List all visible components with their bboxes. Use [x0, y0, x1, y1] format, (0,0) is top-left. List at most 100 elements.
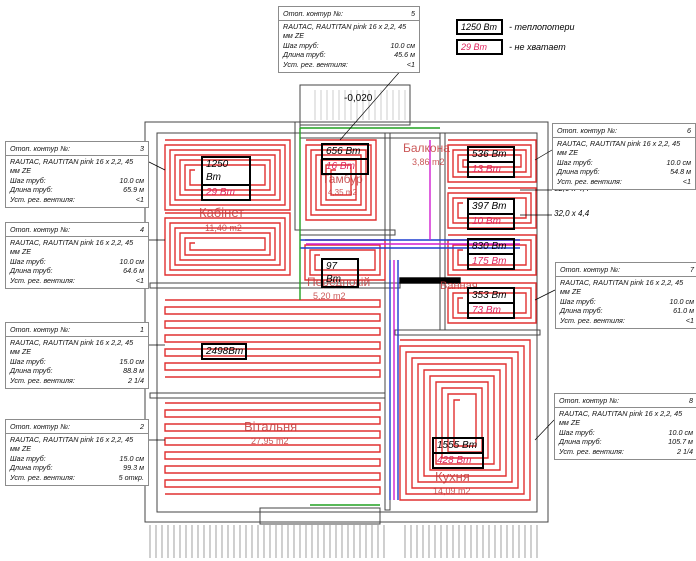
circuit-number: 2 [140, 422, 144, 431]
step-value: 10.0 см [669, 296, 694, 306]
coil-hallway [304, 239, 386, 281]
bay-window [299, 84, 411, 126]
step-label: Шаг труб: [10, 175, 46, 185]
manifold [399, 277, 461, 284]
loss-box-vestibule: 656 Вт 16 Вт [321, 143, 369, 175]
length-value: 45.6 м [394, 50, 415, 60]
loss-box-hallway: 97 Вт [321, 258, 359, 288]
valve-label: Уст. рег. вентиля: [10, 472, 75, 482]
valve-value: <1 [685, 315, 694, 325]
valve-value: 2 1/4 [128, 375, 144, 385]
legend-loss-box: 1250 Вт [456, 19, 503, 35]
length-label: Длина труб: [10, 185, 53, 195]
valve-value: <1 [135, 194, 144, 204]
heat-missing: 73 Вт [469, 302, 513, 317]
circuit-box-6: Отоп. контур №:6 RAUTAC, RAUTITAN pink 1… [552, 123, 696, 190]
valve-value: 2 1/4 [677, 446, 693, 456]
circuit-title: Отоп. контур №: [557, 126, 617, 135]
leader-line [534, 149, 553, 161]
coil-bath [447, 234, 537, 276]
manifold-pipes [299, 127, 520, 506]
pipe-dim-b: 32,0 x 4,4 [554, 209, 590, 218]
heat-missing: 428 Вт [434, 452, 482, 467]
circuit-pipe: RAUTAC, RAUTITAN pink 16 x 2,2, 45 мм ZE [283, 21, 407, 41]
valve-value: <1 [135, 275, 144, 285]
circuit-pipe: RAUTAC, RAUTITAN pink 16 x 2,2, 45 мм ZE [10, 337, 134, 357]
length-label: Длина труб: [559, 437, 602, 447]
valve-label: Уст. рег. вентиля: [10, 375, 75, 385]
loss-box-office: 1250 Вт 29 Вт [201, 156, 251, 201]
circuit-title: Отоп. контур №: [10, 225, 70, 234]
entrance-step [259, 507, 381, 525]
valve-value: <1 [682, 176, 691, 186]
supply-pipe [300, 239, 520, 500]
length-value: 61.0 м [673, 306, 694, 316]
wall-segment [394, 329, 541, 336]
circuit-pipe: RAUTAC, RAUTITAN pink 16 x 2,2, 45 мм ZE [10, 434, 134, 454]
length-value: 64.6 м [123, 266, 144, 276]
length-label: Длина труб: [283, 50, 326, 60]
heat-loss: 97 Вт [326, 261, 341, 285]
step-value: 10.0 см [668, 427, 693, 437]
valve-label: Уст. рег. вентиля: [10, 275, 75, 285]
step-value: 10.0 см [119, 175, 144, 185]
heat-loss: 1555 Вт [437, 440, 478, 451]
room-area-vestibule: 4,35 m2 [328, 188, 357, 197]
loss-box-bath: 830 Вт 175 Вт [467, 238, 515, 270]
room-area-living: 27,95 m2 [251, 436, 289, 446]
room-name-living: Вітальня [244, 419, 298, 434]
valve-label: Уст. рег. вентиля: [10, 194, 75, 204]
valve-label: Уст. рег. вентиля: [560, 315, 625, 325]
room-name-office: Кабінет [199, 205, 245, 220]
loss-box-living: 2498Вт [201, 343, 247, 360]
circuit-title: Отоп. контур №: [560, 265, 620, 274]
heat-loss: 397 Вт [472, 201, 507, 212]
step-value: 15.0 см [119, 356, 144, 366]
loss-box-balcony: 536 Вт 13 Вт [467, 146, 515, 178]
heat-loss: 536 Вт [472, 149, 507, 160]
leader-line [534, 419, 555, 441]
circuit-box-5: Отоп. контур №:5 RAUTAC, RAUTITAN pink 1… [278, 6, 420, 73]
circuit-pipe: RAUTAC, RAUTITAN pink 16 x 2,2, 45 мм ZE [560, 277, 684, 297]
coil-kitchen [399, 339, 531, 501]
step-value: 10.0 см [390, 40, 415, 50]
room-area-office: 11,40 m2 [205, 223, 242, 233]
circuit-number: 8 [689, 396, 693, 405]
wall-segment [294, 121, 301, 231]
circuit-box-4: Отоп. контур №: 4 RAUTAC, RAUTITAN pink 1… [5, 222, 149, 289]
level-mark: -0,020 [344, 93, 373, 104]
length-value: 54.8 м [670, 167, 691, 177]
room-area-hallway: 5,20 m2 [313, 291, 346, 301]
legend-missing-box: 29 Вт [456, 39, 503, 55]
loss-box-storage: 397 Вт 10 Вт [467, 198, 515, 230]
room-name-kitchen: Кухня [435, 469, 470, 484]
circuit-number: 3 [140, 144, 144, 153]
valve-label: Уст. рег. вентиля: [559, 446, 624, 456]
legend-missing-desc: - не хватает [509, 42, 566, 52]
heat-missing: 13 Вт [469, 161, 513, 176]
step-label: Шаг труб: [10, 256, 46, 266]
valve-label: Уст. рег. вентиля: [283, 59, 348, 69]
circuit-box-7: Отоп. контур №: 7 RAUTAC, RAUTITAN pink 1… [555, 262, 696, 329]
circuit-title: Отоп. контур №: [10, 325, 70, 334]
circuit-title: Отоп. контур №: [283, 9, 343, 18]
heat-loss: 830 Вт [472, 241, 507, 252]
loss-box-kitchen: 1555 Вт 428 Вт [432, 437, 484, 469]
step-value: 15.0 см [119, 453, 144, 463]
wall-segment [299, 132, 441, 139]
circuit-number: 7 [690, 265, 694, 274]
step-label: Шаг труб: [557, 157, 593, 167]
circuit-number: 4 [140, 225, 144, 234]
heat-missing: 175 Вт [469, 253, 513, 268]
wall-segment [439, 132, 446, 331]
step-value: 10.0 см [119, 256, 144, 266]
circuit-pipe: RAUTAC, RAUTITAN pink 16 x 2,2, 45 мм ZE [10, 237, 134, 257]
circuit-pipe: RAUTAC, RAUTITAN pink 16 x 2,2, 45 мм ZE [559, 408, 683, 428]
step-label: Шаг труб: [283, 40, 319, 50]
coil-living-a [164, 299, 381, 378]
circuit-box-1: Отоп. контур №: 1 RAUTAC, RAUTITAN pink 1… [5, 322, 149, 389]
step-value: 10.0 см [666, 157, 691, 167]
circuit-number: 1 [140, 325, 144, 334]
length-value: 105.7 м [668, 437, 693, 447]
